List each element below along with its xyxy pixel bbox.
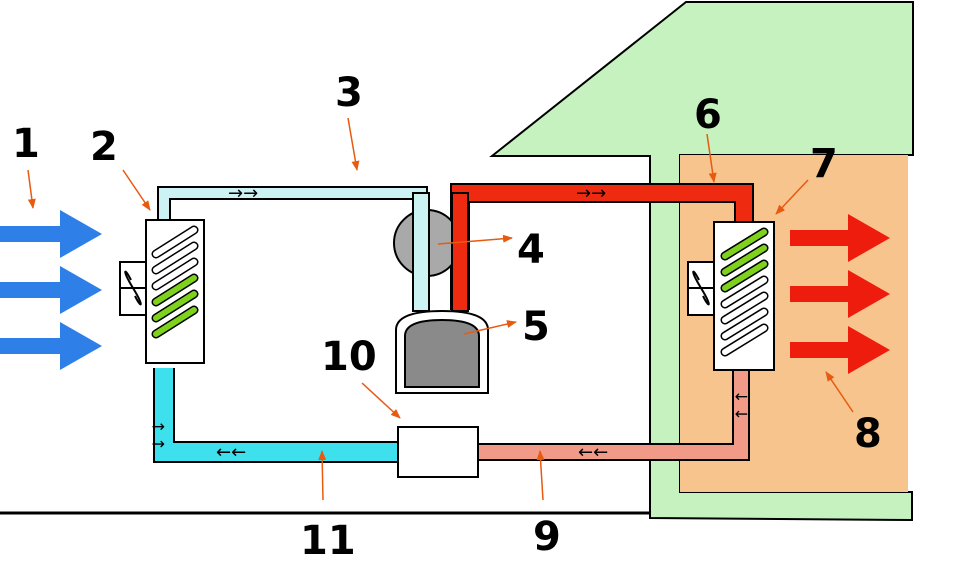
- label-5: 5: [522, 304, 550, 350]
- evaporator-coil: [151, 225, 199, 339]
- cold-air-arrows: [0, 210, 102, 370]
- flow-arrows-right-down: ↓↓: [732, 390, 751, 425]
- flow-arrows-bottom-right: ←←: [578, 442, 608, 463]
- flow-arrows-bottom-left: ←←: [216, 442, 246, 463]
- label-2: 2: [90, 124, 118, 170]
- label-11: 11: [300, 518, 356, 564]
- label-10: 10: [321, 334, 377, 380]
- label-3: 3: [335, 70, 363, 116]
- label-7: 7: [810, 141, 838, 187]
- leader-lines: [27, 117, 854, 501]
- expansion-valve: [397, 426, 479, 478]
- cold-liquid-line: [153, 368, 398, 463]
- label-1: 1: [12, 121, 40, 167]
- label-9: 9: [533, 514, 561, 560]
- flow-arrows-top-left: →→: [228, 183, 258, 204]
- label-4: 4: [517, 227, 545, 273]
- flow-arrows-top-right: →→: [576, 183, 606, 204]
- label-8: 8: [854, 411, 882, 457]
- label-6: 6: [694, 92, 722, 138]
- hot-air-arrows: [790, 214, 890, 374]
- condenser-coil: [720, 227, 769, 357]
- flow-arrows-left-riser: ↑↑: [149, 420, 168, 455]
